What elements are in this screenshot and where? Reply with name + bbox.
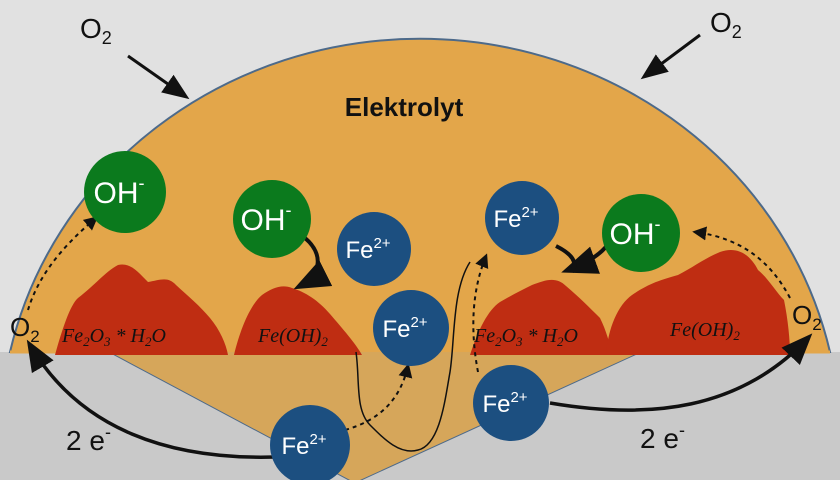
rust-deposit-right-b [606, 250, 790, 355]
oh-ion-right: OH- [602, 194, 680, 272]
svg-text:Fe2+: Fe2+ [482, 389, 527, 418]
electron-arrow-left [26, 339, 276, 459]
formula-hydrated-oxide-left: Fe2O3 * H2O [61, 325, 166, 349]
o2-label-top-left: O2 [80, 13, 112, 48]
fe-diffusion-path [355, 261, 471, 452]
fe-ion-5: Fe2+ [270, 405, 350, 480]
fe-ion-2: Fe2+ [373, 290, 449, 366]
oh-ion-left: OH- [84, 151, 166, 233]
reaction-arrow-fe-to-oxide [555, 244, 577, 274]
rust-deposit-left [55, 264, 228, 355]
svg-text:OH-: OH- [94, 173, 145, 210]
svg-text:OH-: OH- [241, 200, 292, 237]
electron-label-right: 2 e- [640, 420, 685, 454]
svg-text:Fe2+: Fe2+ [382, 314, 427, 343]
o2-arrow-top-left [127, 54, 190, 100]
electron-label-left: 2 e- [66, 422, 111, 456]
oh-ion-center: OH- [233, 180, 311, 258]
fe-ion-1: Fe2+ [337, 212, 411, 286]
dashed-arrow-o2-to-oh-left [27, 216, 99, 311]
formula-hydroxide-left: Fe(OH)2 [257, 325, 328, 349]
o2-arrow-top-right [640, 33, 701, 80]
dashed-arrow-o2-to-oh-right [692, 226, 791, 299]
svg-text:Fe2+: Fe2+ [281, 431, 326, 460]
o2-label-edge-right: O2 [792, 300, 822, 334]
fe-ion-4: Fe2+ [473, 365, 549, 441]
o2-label-top-right: O2 [710, 7, 742, 42]
electron-arrow-right [549, 333, 813, 412]
reaction-arrow-oh-to-hydroxide [293, 236, 333, 290]
rust-deposit-center [234, 286, 362, 355]
svg-text:Fe2+: Fe2+ [345, 235, 390, 264]
electrolyte-label: Elektrolyt [345, 92, 464, 122]
fe-ion-3: Fe2+ [485, 181, 559, 255]
dashed-arrow-fe-up-right [472, 253, 489, 373]
dashed-arrow-fe-up-center [344, 363, 413, 431]
o2-label-edge-left: O2 [10, 312, 40, 346]
formula-hydroxide-right: Fe(OH)2 [669, 319, 740, 343]
rust-deposit-right-a [470, 279, 612, 355]
svg-text:OH-: OH- [610, 214, 661, 251]
svg-text:Fe2+: Fe2+ [493, 204, 538, 233]
formula-hydrated-oxide-right: Fe2O3 * H2O [473, 325, 578, 349]
